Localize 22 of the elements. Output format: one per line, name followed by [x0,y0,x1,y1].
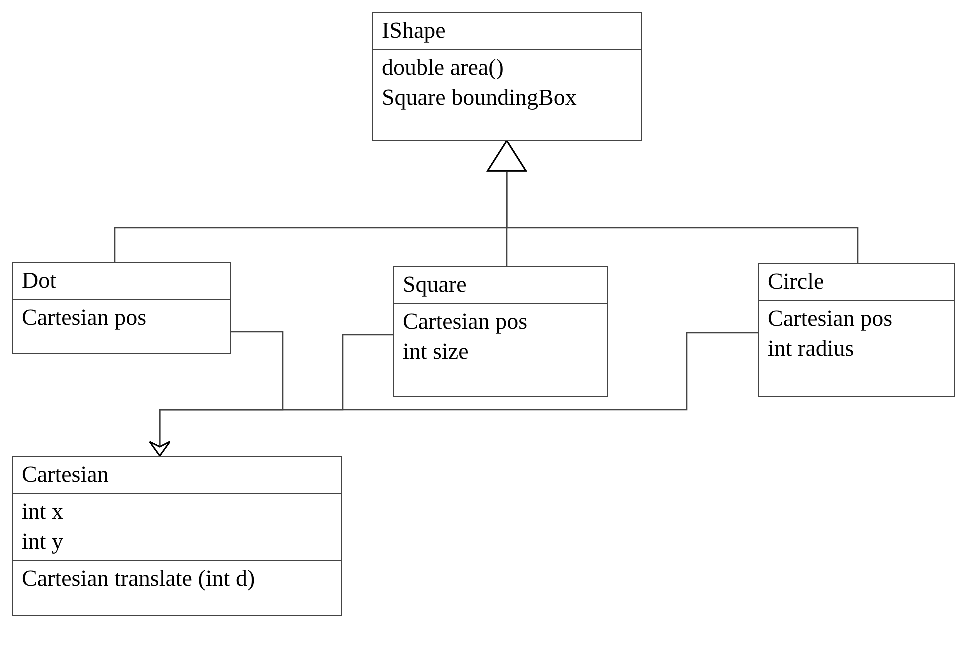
class-member: int x [22,498,65,526]
class-box [758,263,955,397]
class-box [372,12,642,141]
class-member: Cartesian translate (int d) [22,565,256,593]
class-member: double area() [382,54,505,82]
class-name: Cartesian [22,461,110,489]
class-box [12,456,342,616]
inheritance-arrow [487,140,859,263]
class-name: Dot [22,267,58,295]
association-arrow [149,332,758,457]
class-name: IShape [382,17,447,45]
class-member: int y [22,528,65,556]
class-member: Cartesian pos [403,308,529,336]
class-box [393,266,608,397]
class-box [12,262,231,354]
class-name: Circle [768,268,826,296]
class-name: Square [403,271,468,299]
class-member: int size [403,338,470,366]
class-member: Square boundingBox [382,84,578,112]
class-member: int radius [768,335,856,363]
class-member: Cartesian pos [768,305,894,333]
class-member: Cartesian pos [22,304,148,332]
